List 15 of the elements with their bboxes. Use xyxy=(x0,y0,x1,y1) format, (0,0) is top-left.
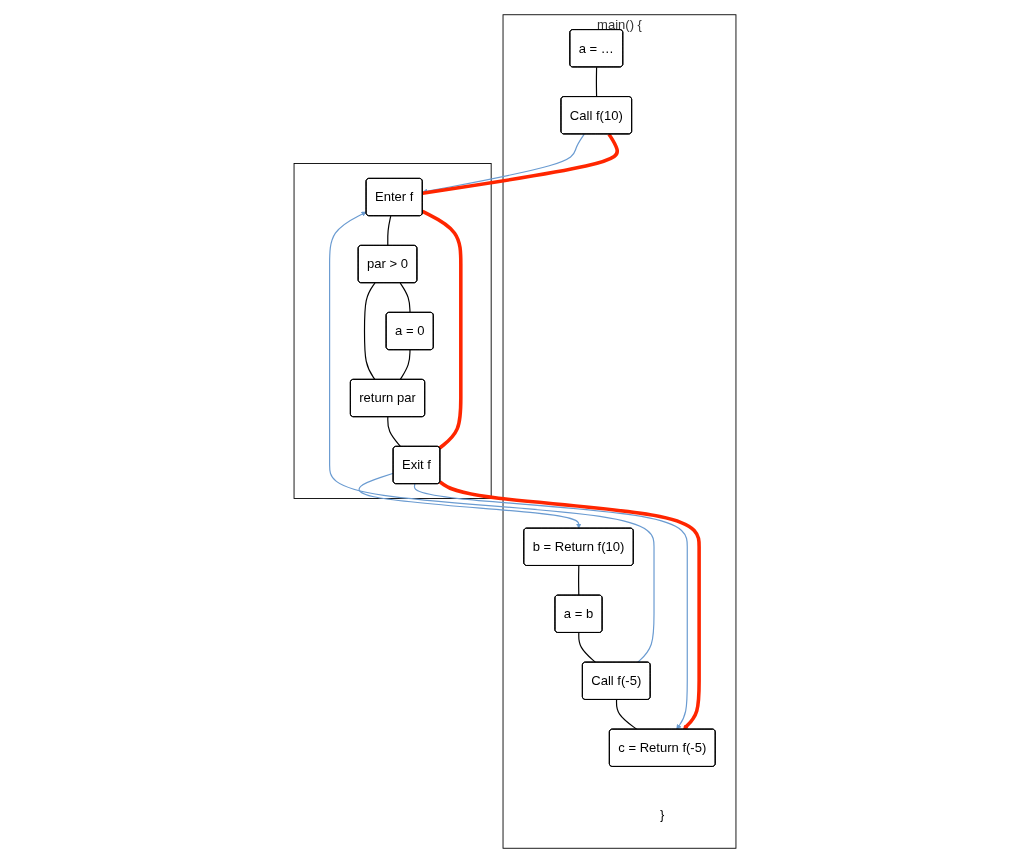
connector xyxy=(399,349,411,381)
connector xyxy=(399,282,411,314)
arrow xyxy=(358,472,582,529)
connector xyxy=(363,282,376,381)
connector xyxy=(595,66,598,98)
connector xyxy=(578,632,597,663)
connector xyxy=(578,565,580,596)
arrow xyxy=(422,133,585,194)
cluster xyxy=(293,163,492,499)
connector xyxy=(615,699,638,730)
connector xyxy=(422,133,619,195)
arrow xyxy=(329,211,655,663)
connector xyxy=(421,209,463,450)
connector xyxy=(387,215,392,247)
connector xyxy=(387,416,402,448)
